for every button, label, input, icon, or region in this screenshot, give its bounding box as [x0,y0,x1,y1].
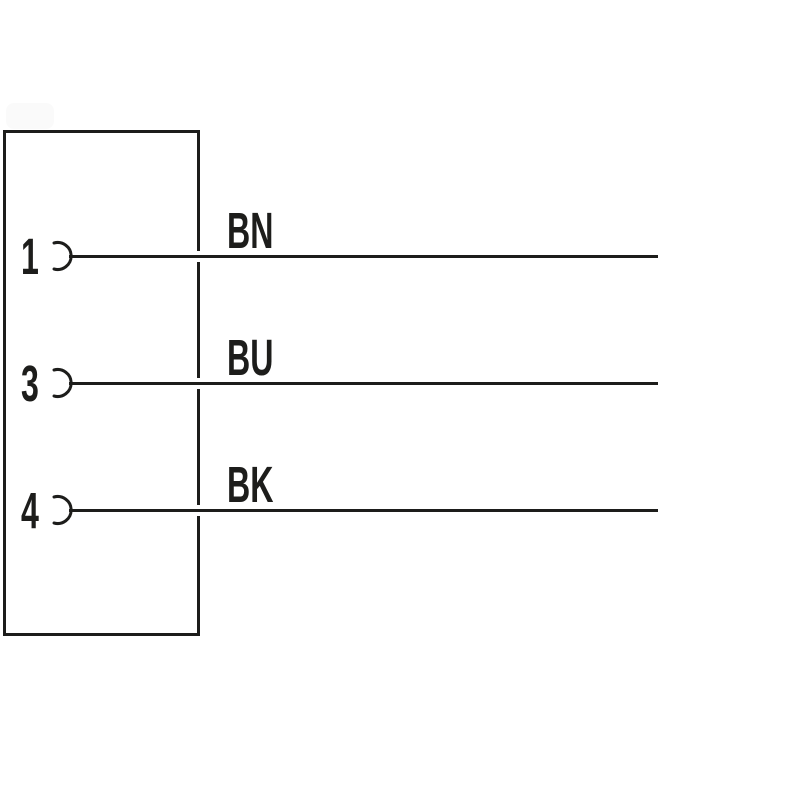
wire-color-label: BU [227,329,274,386]
wire-line [69,508,658,512]
wire-line [69,254,658,258]
pin-number: 1 [21,228,39,285]
background-smudge [6,103,54,129]
wire-line [69,381,658,385]
pin-number: 3 [21,355,39,412]
pin-number: 4 [21,482,39,539]
wire-color-label: BN [227,202,274,259]
wire-color-label: BK [227,456,274,513]
